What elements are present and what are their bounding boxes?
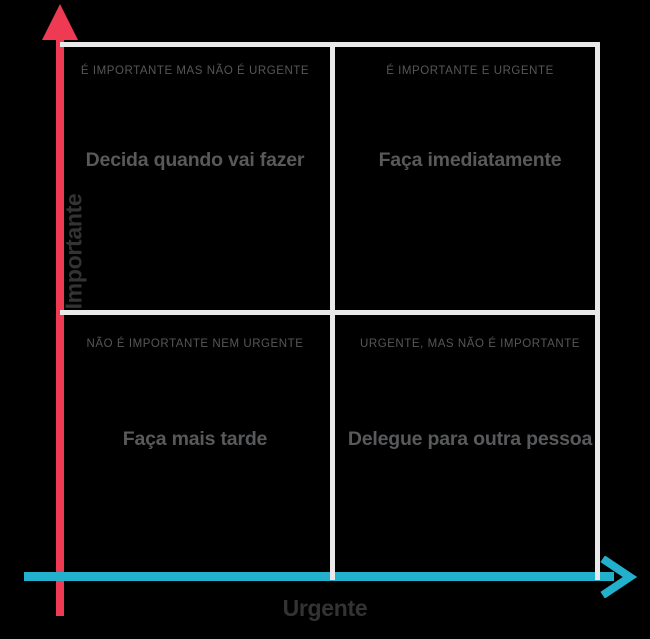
- quadrant-action: Faça imediatamente: [378, 149, 562, 171]
- x-axis-line: [24, 572, 614, 581]
- right-arrow-icon: [600, 556, 642, 598]
- quadrant-caption: NÃO É IMPORTANTE NEM URGENTE: [86, 338, 304, 350]
- quadrant-caption: URGENTE, MAS NÃO É IMPORTANTE: [360, 338, 580, 350]
- quadrant-caption: É IMPORTANTE E URGENTE: [386, 65, 554, 77]
- quadrant-top-left[interactable]: É IMPORTANTE MAS NÃO É URGENTE Decida qu…: [60, 42, 330, 310]
- grid-divider-horizontal: [60, 310, 600, 315]
- quadrant-top-right[interactable]: É IMPORTANTE E URGENTE Faça imediatament…: [335, 42, 605, 310]
- quadrant-action: Decida quando vai fazer: [85, 149, 305, 171]
- quadrant-bottom-left[interactable]: NÃO É IMPORTANTE NEM URGENTE Faça mais t…: [60, 315, 330, 583]
- x-axis-label: Urgente: [282, 595, 368, 621]
- y-axis-label: Importante: [60, 193, 87, 310]
- quadrant-caption: É IMPORTANTE MAS NÃO É URGENTE: [80, 65, 310, 77]
- matrix-grid: É IMPORTANTE MAS NÃO É URGENTE Decida qu…: [60, 42, 600, 580]
- quadrant-bottom-right[interactable]: URGENTE, MAS NÃO É IMPORTANTE Delegue pa…: [335, 315, 605, 583]
- quadrant-action: Delegue para outra pessoa: [347, 428, 593, 450]
- quadrant-action: Faça mais tarde: [122, 428, 268, 450]
- y-axis-line: [56, 36, 64, 616]
- up-arrow-icon: [42, 4, 78, 40]
